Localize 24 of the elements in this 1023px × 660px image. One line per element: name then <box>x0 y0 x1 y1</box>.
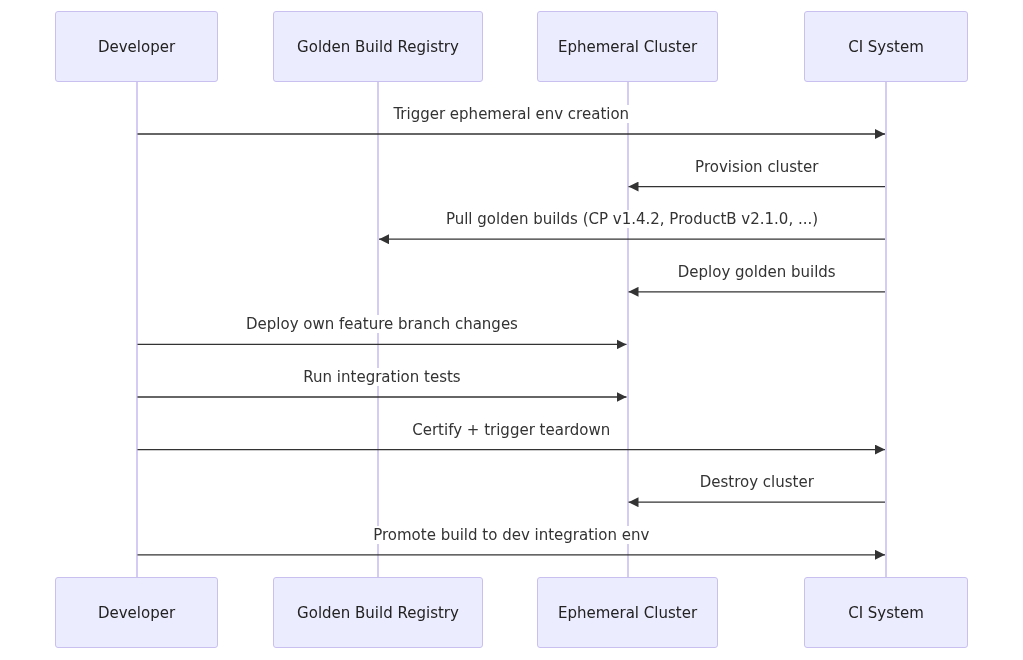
lifeline <box>377 82 379 577</box>
message-label: Trigger ephemeral env creation <box>391 105 632 123</box>
message-arrow <box>136 549 886 560</box>
participant-box: Golden Build Registry <box>273 577 483 648</box>
participant-box: Developer <box>55 577 218 648</box>
message-arrow <box>627 181 886 192</box>
participant-box: Developer <box>55 11 218 82</box>
participant-box: CI System <box>804 11 968 82</box>
message-arrow <box>136 392 628 402</box>
participant-box: Ephemeral Cluster <box>537 577 718 648</box>
participant-box: Golden Build Registry <box>273 11 483 82</box>
message-arrow <box>136 444 886 455</box>
message-arrow <box>136 129 886 139</box>
message-label: Run integration tests <box>301 368 463 386</box>
message-arrow <box>627 286 886 297</box>
participant-box: CI System <box>804 577 968 648</box>
participant-box: Ephemeral Cluster <box>537 11 718 82</box>
message-label: Deploy own feature branch changes <box>244 315 520 334</box>
message-arrow <box>136 339 628 350</box>
lifeline <box>135 82 138 577</box>
message-arrow <box>378 234 886 245</box>
message-label: Promote build to dev integration env <box>371 525 652 544</box>
message-arrow <box>627 497 886 508</box>
lifeline <box>885 82 887 577</box>
